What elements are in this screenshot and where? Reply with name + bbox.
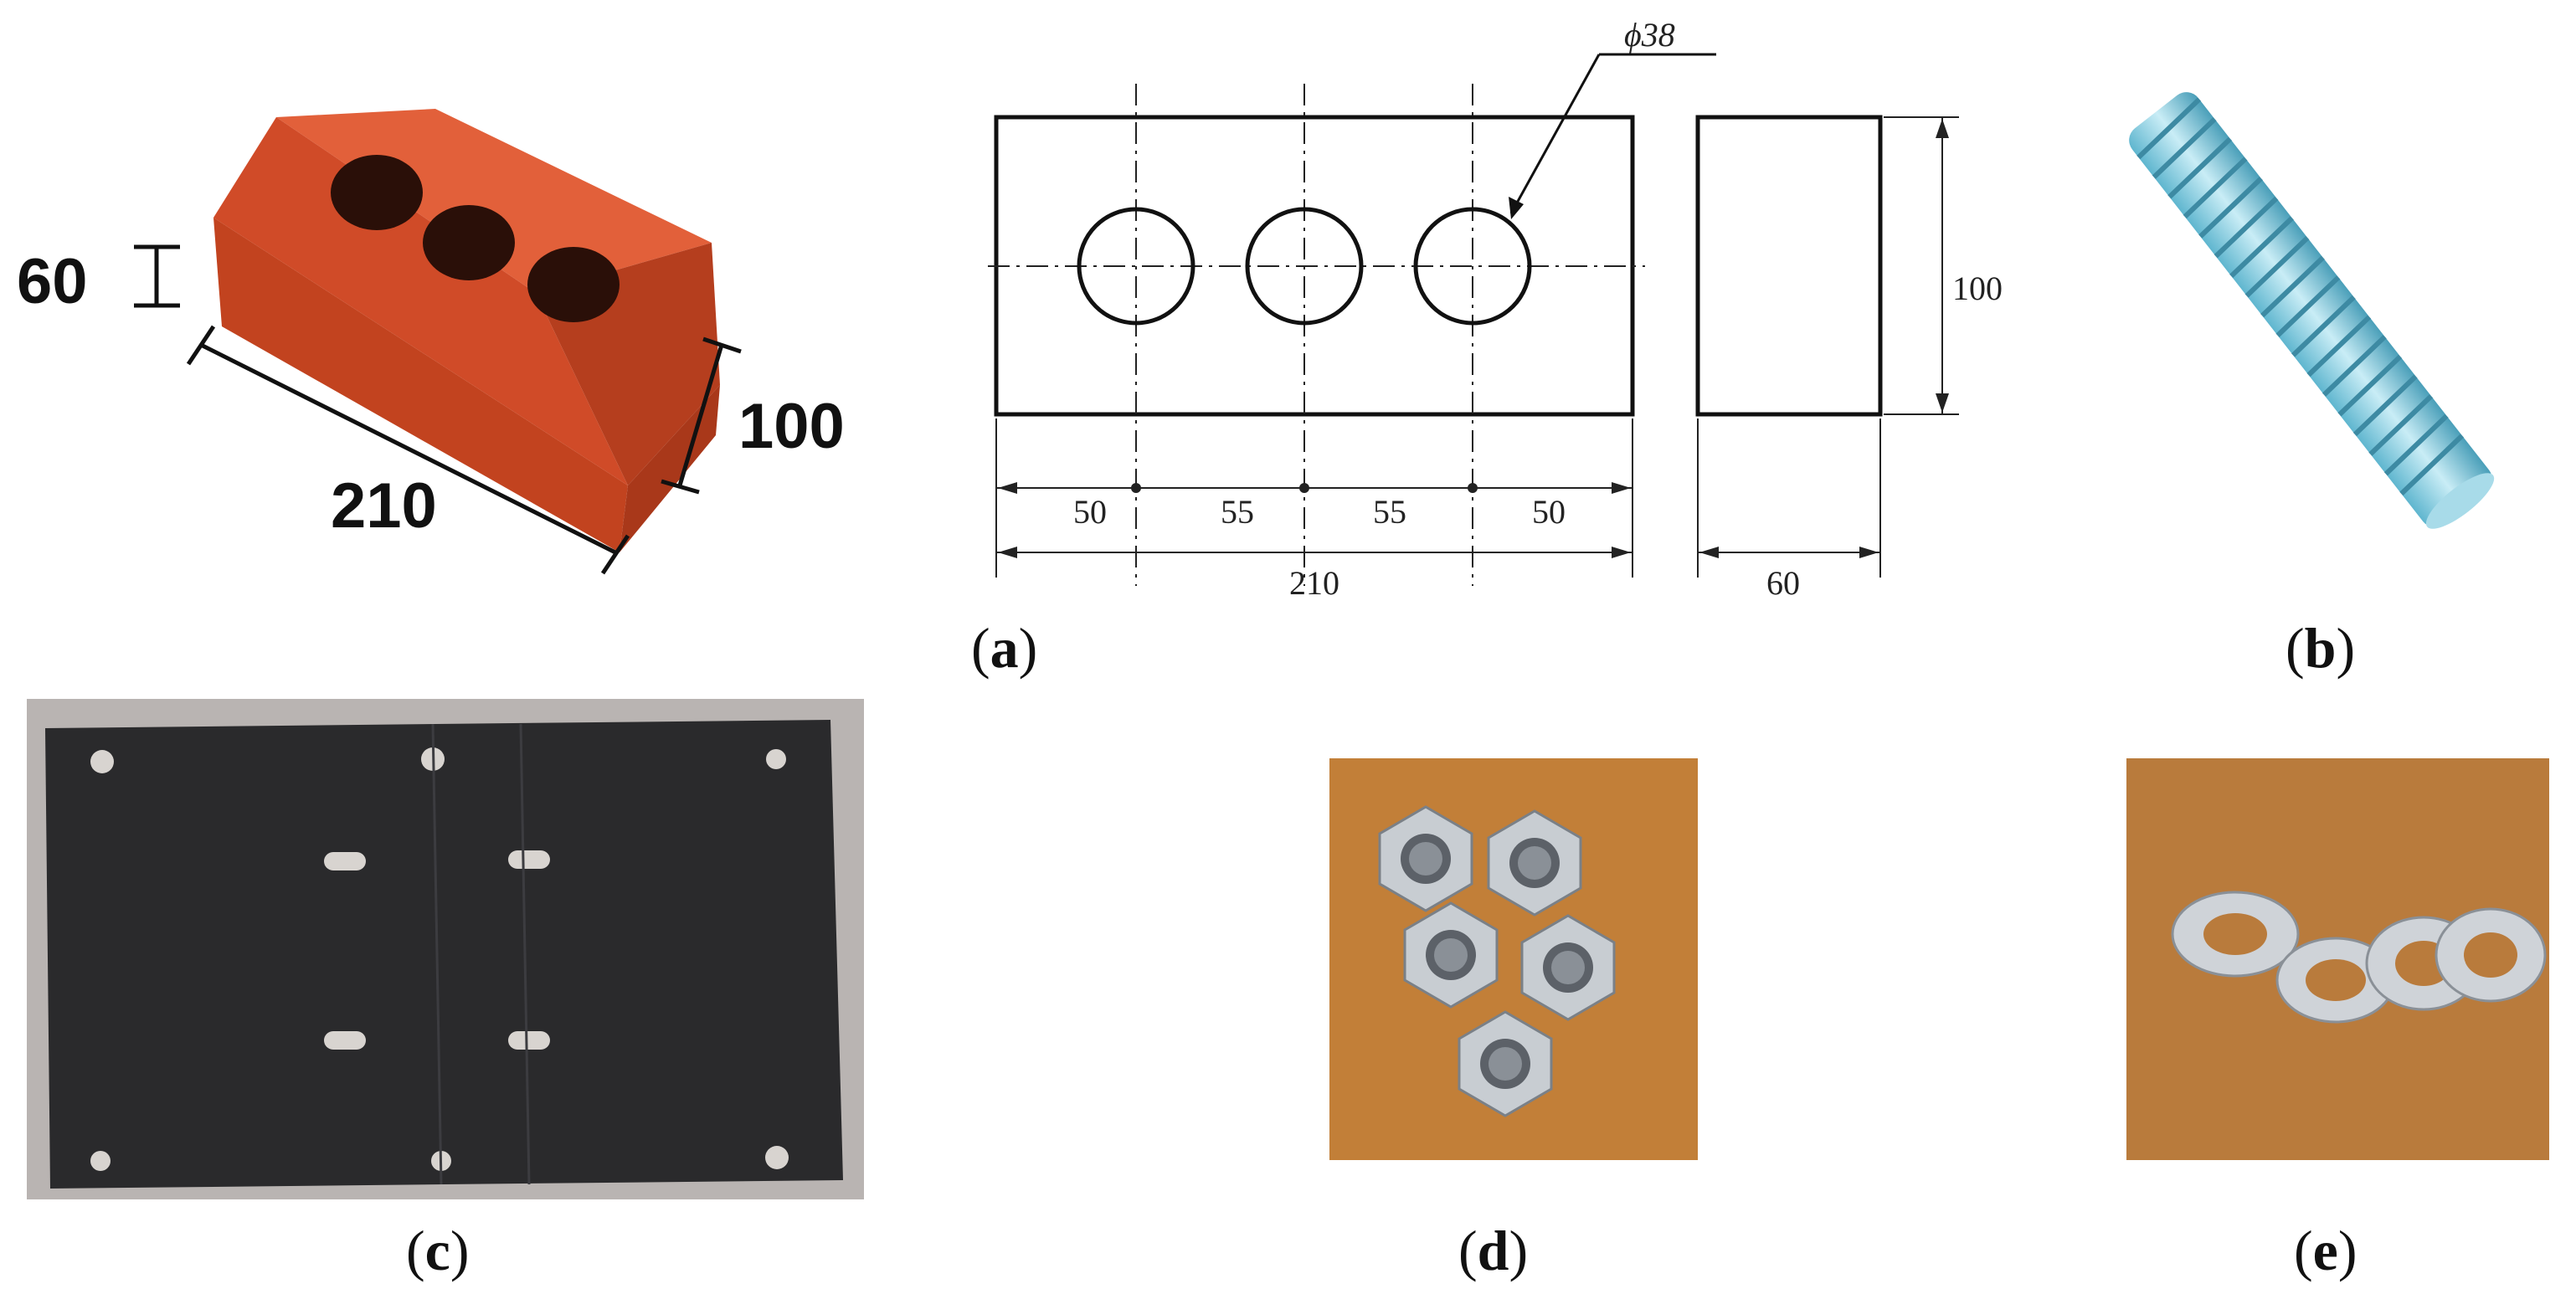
brick-photo: 60 210 100 xyxy=(17,109,845,575)
diameter-arrowhead xyxy=(1509,197,1524,219)
brick-technical-drawing: ϕ38 100 50 55 55 50 210 60 xyxy=(988,16,2003,602)
height-arrow-top xyxy=(1936,119,1949,138)
center-lines xyxy=(988,84,1645,586)
steel-plate-photo xyxy=(27,699,864,1199)
height-arrow-bottom xyxy=(1936,393,1949,413)
brick-front-face xyxy=(213,117,628,485)
rod-body xyxy=(2129,92,2492,527)
panel-label-e: (e) xyxy=(2294,1219,2357,1282)
depth-arrow-right xyxy=(1859,547,1879,558)
brick-length-label: 210 xyxy=(331,470,437,542)
plate-slots xyxy=(324,850,550,1050)
plate-body xyxy=(45,720,843,1189)
brick-height-label: 60 xyxy=(17,246,88,317)
side-view-outline xyxy=(1695,115,1883,417)
washers-photo xyxy=(2126,758,2549,1160)
panel-label-a: (a) xyxy=(971,616,1038,680)
brick-top-face xyxy=(276,109,712,293)
spacing-label-4: 50 xyxy=(1532,493,1566,531)
plate-lines xyxy=(431,723,531,1185)
depth-dimension-label: 60 xyxy=(1766,564,1800,602)
extension-lines xyxy=(995,418,1881,578)
spacing-markers xyxy=(998,482,1631,494)
brick-hole-1 xyxy=(331,155,423,230)
spacing-label-1: 50 xyxy=(1073,493,1107,531)
nuts-group xyxy=(1378,805,1616,1117)
panel-label-d: (d) xyxy=(1458,1219,1529,1282)
spacing-label-2: 55 xyxy=(1221,493,1254,531)
brick-hole-3 xyxy=(527,247,620,322)
threaded-rod-photo xyxy=(2129,92,2495,529)
depth-arrow-left xyxy=(1699,547,1719,558)
hole-circle-2 xyxy=(1245,207,1364,326)
total-arrow-left xyxy=(998,547,1017,558)
total-length-label: 210 xyxy=(1289,564,1339,602)
length-dimension-marker xyxy=(186,325,630,575)
diameter-leader xyxy=(1509,53,1716,214)
brick-front-lower xyxy=(213,218,628,552)
rod-end xyxy=(2425,473,2495,529)
hole-circle-1 xyxy=(1077,207,1195,326)
washers-group xyxy=(2171,891,2547,1024)
total-arrow-right xyxy=(1612,547,1631,558)
brick-width-label: 100 xyxy=(738,391,845,462)
hole-circle-3 xyxy=(1413,207,1532,326)
height-dimension xyxy=(1884,116,1959,415)
width-dimension-marker xyxy=(661,336,742,495)
panel-label-c: (c) xyxy=(406,1219,470,1282)
hole-diameter-label: ϕ38 xyxy=(1624,16,1675,54)
height-dimension-label: 100 xyxy=(1952,270,2003,307)
height-dimension-marker xyxy=(134,244,180,308)
brick-side-lower xyxy=(620,385,720,552)
brick-hole-2 xyxy=(423,205,515,280)
rod-threads xyxy=(2136,97,2465,496)
hex-nuts-photo xyxy=(1329,758,1698,1160)
panel-label-b: (b) xyxy=(2285,616,2356,680)
spacing-label-3: 55 xyxy=(1373,493,1406,531)
